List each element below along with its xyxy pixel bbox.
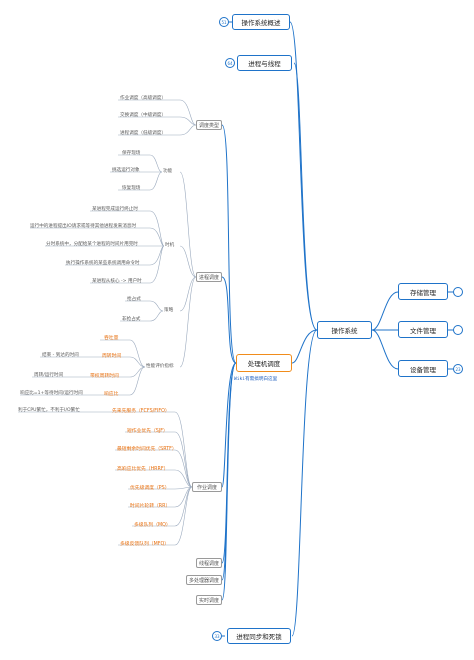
label-function: 功能 [163, 169, 173, 174]
node-process-scheduling[interactable]: 进程调度 [196, 272, 222, 282]
node-realtime-scheduling[interactable]: 实时调度 [196, 595, 222, 605]
algo-srtf: 最短剩余时间优先（SRTF） [117, 447, 177, 452]
node-file-management[interactable]: 文件管理 [398, 321, 448, 338]
algo-rr: 时间片轮转（RR） [130, 504, 171, 509]
leaf-restore-context: 恢复现场 [122, 186, 141, 191]
algo-hrrf: 高响应比优先（HRRF） [117, 467, 169, 472]
storage-badge[interactable] [453, 287, 463, 297]
scheduling-note: Wiki有需搞明白这里 [234, 377, 278, 382]
root-node[interactable]: 操作系统 [317, 321, 372, 339]
leaf-save-context: 保存现场 [122, 151, 141, 156]
algo-fcfs: 先来先服务（FCFS/FIFO） [112, 409, 170, 414]
job-note-fcfs: 利于CPU繁忙，不利于I/O繁忙 [18, 408, 80, 413]
node-process-thread[interactable]: 进程与线程 [237, 55, 292, 71]
leaf-timing-terminate: 某进程完成运行终止时 [92, 207, 138, 212]
sync-badge[interactable]: 33 [212, 631, 222, 641]
leaf-swap-scheduling: 交换调度（中级调度） [120, 113, 166, 118]
metric-note-weighted: 周转/运行时间 [34, 373, 64, 378]
node-thread-scheduling[interactable]: 线程调度 [196, 558, 222, 568]
leaf-select-target: 挑选运行对象 [112, 168, 140, 173]
node-os-overview[interactable]: 操作系统概述 [232, 14, 290, 30]
device-badge[interactable]: 23 [453, 364, 463, 374]
algo-ps: 优先级调度（PS） [130, 486, 170, 491]
node-schedule-types[interactable]: 调度类型 [196, 120, 222, 130]
process-badge[interactable]: 64 [225, 58, 235, 68]
label-metrics: 性能评价指标 [146, 364, 174, 369]
overview-badge[interactable]: 51 [219, 17, 229, 27]
metric-note-turnaround: 结束 - 到达的时间 [42, 353, 79, 358]
algo-mfq: 多级反馈队列（MFQ） [120, 542, 170, 547]
algo-mq: 多级队列（MQ） [134, 523, 171, 528]
node-job-scheduling[interactable]: 作业调度 [192, 482, 222, 492]
metric-note-response: 响应比=1+等待时间/运行时间 [20, 391, 83, 396]
label-timing: 时机 [165, 243, 175, 248]
label-strategy: 策略 [164, 308, 174, 313]
leaf-timing-syscall: 执行操作系统的某些系统调用命令时 [66, 261, 140, 266]
file-badge[interactable] [453, 325, 463, 335]
node-cpu-scheduling[interactable]: 处理机调度 [236, 354, 292, 372]
algo-sjf: 短作业优先（SJF） [127, 429, 168, 434]
leaf-timing-io: 运行中的进程提出IO请求或等待其他进程发来消息时 [30, 224, 137, 229]
leaf-non-preemptive: 非抢占式 [122, 317, 141, 322]
node-multiprocessor-scheduling[interactable]: 多处理器调度 [186, 575, 222, 585]
node-device-management[interactable]: 设备管理 [398, 360, 448, 377]
leaf-preemptive: 抢占式 [127, 297, 141, 302]
metric-turnaround: 周转时间 [102, 354, 122, 359]
node-storage-management[interactable]: 存储管理 [398, 283, 448, 300]
metric-response-ratio: 响应比 [104, 392, 119, 397]
leaf-timing-slice: 分时系统中，分配给某个进程的时间片用完时 [46, 242, 138, 247]
leaf-process-scheduling: 进程调度（低级调度） [120, 131, 166, 136]
metric-throughput: 吞吐量 [104, 336, 119, 341]
leaf-job-scheduling: 作业调度（高级调度） [120, 96, 166, 101]
metric-weighted-turnaround: 带权周转时间 [90, 374, 119, 379]
node-process-sync[interactable]: 进程同步和死锁 [227, 628, 291, 644]
leaf-timing-kernel-user: 某进程从核心 -> 用户时 [92, 279, 142, 284]
